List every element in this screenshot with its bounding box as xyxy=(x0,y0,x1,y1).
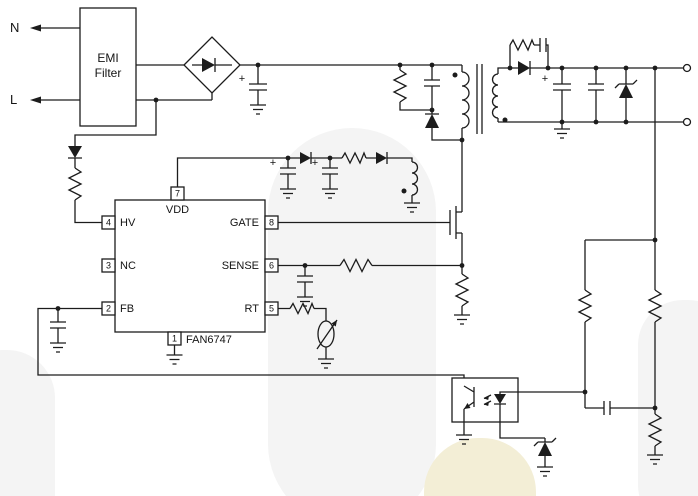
pin-name-gate: GATE xyxy=(230,217,259,229)
output-terminal-positive xyxy=(682,63,692,73)
phase-dot xyxy=(502,117,508,123)
ground-icon xyxy=(249,101,267,115)
pin-name-fb: FB xyxy=(120,303,134,315)
pin-name-sense: SENSE xyxy=(222,260,259,272)
pin-number-8: 8 xyxy=(269,218,274,228)
output-terminal-negative xyxy=(682,117,692,127)
watermark-shape xyxy=(268,128,436,496)
pin-number-5: 5 xyxy=(269,304,274,314)
output-filter: + xyxy=(498,63,692,139)
vdd-supply-network: + + xyxy=(176,152,421,213)
bulk-capacitor: + xyxy=(239,65,267,115)
arrow-icon xyxy=(484,395,489,400)
resistor xyxy=(509,39,535,51)
diode-icon xyxy=(68,146,82,158)
arrow-icon xyxy=(484,401,489,406)
ground-icon xyxy=(453,311,471,325)
pin-number-6: 6 xyxy=(269,261,274,271)
pin-number-4: 4 xyxy=(106,218,111,228)
ic-fan6747: 4 3 2 7 8 6 5 1 HV NC FB VDD GATE SENSE … xyxy=(101,186,279,365)
input-n-label: N xyxy=(10,20,19,35)
led-icon xyxy=(494,394,506,404)
polarity-plus: + xyxy=(239,73,245,85)
watermark-shape xyxy=(0,350,55,496)
diode-icon xyxy=(300,152,311,164)
arrow-left-icon xyxy=(30,24,41,32)
ground-icon xyxy=(49,339,67,353)
optocoupler xyxy=(451,377,545,445)
pin-name-nc: NC xyxy=(120,260,136,272)
resistor xyxy=(393,69,407,103)
polarity-plus: + xyxy=(542,73,548,85)
aux-winding xyxy=(411,161,419,196)
pin-name-vdd: VDD xyxy=(166,204,189,216)
sense-network xyxy=(278,258,471,325)
diode-icon xyxy=(376,152,387,164)
feedback-zener xyxy=(533,437,557,477)
bridge-rectifier xyxy=(136,36,462,101)
zener-diode-icon xyxy=(538,442,552,456)
watermark-shape xyxy=(638,300,698,496)
phase-dot xyxy=(401,188,407,194)
ground-icon xyxy=(553,125,571,139)
zener-diode-icon xyxy=(619,84,633,98)
pin-number-7: 7 xyxy=(175,189,180,199)
mains-input: N L xyxy=(10,20,80,107)
pin-name-rt: RT xyxy=(245,303,260,315)
diode-icon xyxy=(518,61,530,75)
emi-filter-label-1: EMI xyxy=(97,51,118,65)
phase-dot xyxy=(452,72,458,78)
feedback-divider xyxy=(518,68,664,465)
diode-icon xyxy=(425,114,439,128)
emi-filter-label-2: Filter xyxy=(95,66,122,80)
transformer xyxy=(452,64,510,140)
arrow-left-icon xyxy=(30,96,41,104)
pin-number-1: 1 xyxy=(172,334,177,344)
input-l-label: L xyxy=(10,92,17,107)
hv-startup-network xyxy=(68,100,157,224)
resistor xyxy=(578,289,592,323)
primary-clamp-network xyxy=(393,65,462,141)
diode-icon xyxy=(202,58,215,72)
pin-number-2: 2 xyxy=(106,304,111,314)
mosfet xyxy=(278,140,463,266)
watermark-shape xyxy=(424,438,536,496)
pin-name-hv: HV xyxy=(120,217,136,229)
pin-number-3: 3 xyxy=(106,261,111,271)
thermistor xyxy=(317,320,335,348)
resistor xyxy=(455,273,469,307)
output-rectifier xyxy=(509,38,684,75)
polarity-plus: + xyxy=(312,157,318,169)
resistor xyxy=(68,167,82,201)
arrow-icon xyxy=(464,403,471,409)
fb-network xyxy=(37,307,465,386)
watermark xyxy=(0,128,698,496)
ground-icon xyxy=(165,351,184,365)
emi-filter: EMI Filter xyxy=(79,7,137,127)
arrow-icon xyxy=(331,320,337,327)
polarity-plus: + xyxy=(270,157,276,169)
ground-icon xyxy=(536,463,554,477)
ic-part-number: FAN6747 xyxy=(186,334,232,346)
rt-network xyxy=(278,302,338,369)
